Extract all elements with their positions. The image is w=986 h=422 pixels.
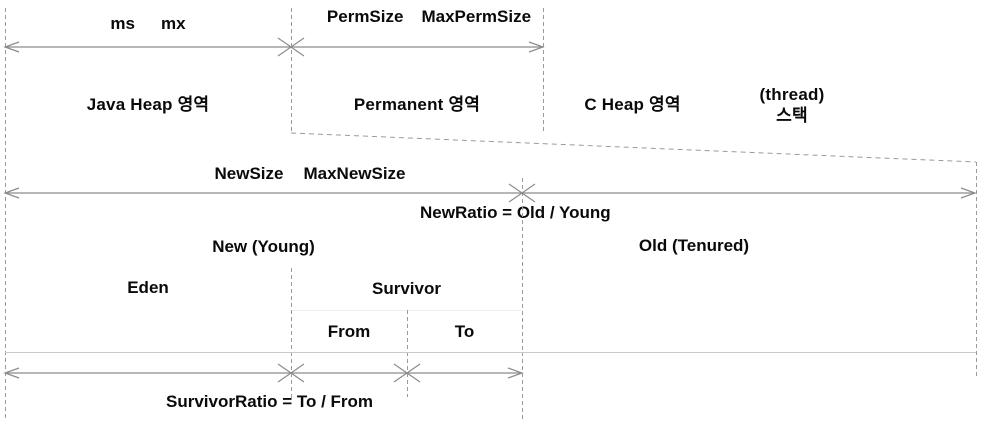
- arrow-cross-3: [393, 363, 421, 383]
- arrow-cross-2: [508, 183, 536, 203]
- maxnewsize-text: MaxNewSize: [303, 164, 406, 183]
- arrow-cross-2: [277, 363, 305, 383]
- arrowhead-right: [528, 41, 545, 53]
- survivor-to-cell: To: [407, 311, 522, 352]
- ms-mx-label: ms mx: [5, 14, 291, 34]
- survivor-label: Survivor: [372, 279, 441, 298]
- top-dimension-arrow: [3, 37, 545, 57]
- arrowhead-right: [960, 187, 977, 199]
- arrow-cross-1: [508, 183, 536, 203]
- segment-permanent: Permanent 영역: [291, 78, 543, 131]
- arrowhead-right: [507, 367, 524, 379]
- survivor-from-cell: From: [291, 311, 407, 352]
- guide-expansion-diagonal: [290, 132, 977, 163]
- segment-thread-stack: (thread) 스택: [722, 78, 862, 131]
- newsize-dimension-arrow: [3, 183, 977, 203]
- segment-c-heap-label: C Heap 영역: [584, 95, 681, 114]
- permsize-label: PermSize MaxPermSize: [291, 7, 567, 27]
- arrow-cross-1: [277, 363, 305, 383]
- newsize-label: NewSize MaxNewSize: [55, 164, 565, 184]
- arrow-cross-1: [277, 37, 305, 57]
- survivor-to-label: To: [454, 321, 475, 341]
- arrow-cross-4: [393, 363, 421, 383]
- survivor-block: Survivor From To: [291, 268, 522, 352]
- segment-java-heap-label: Java Heap 영역: [86, 95, 210, 114]
- survivorratio-formula: SurvivorRatio = To / From: [166, 392, 374, 411]
- arrow-cross-2: [277, 37, 305, 57]
- newsize-text: NewSize: [214, 164, 284, 183]
- survivor-from-label: From: [327, 321, 371, 341]
- segment-c-heap: C Heap 영역: [543, 78, 722, 131]
- segment-thread-stack-label-line2: 스택: [776, 105, 808, 125]
- new-young-block: New (Young): [5, 226, 522, 267]
- newratio-formula: NewRatio = Old / Young: [420, 203, 611, 222]
- survivorratio-dimension-arrow: [3, 363, 524, 383]
- old-tenured-block: Old (Tenured): [522, 226, 976, 352]
- segment-thread-stack-label-line1: (thread): [759, 84, 825, 104]
- segment-java-heap: Java Heap 영역: [5, 78, 291, 131]
- eden-label: Eden: [127, 278, 169, 297]
- eden-block: Eden: [5, 268, 291, 352]
- maxpermsize-text: MaxPermSize: [421, 7, 532, 26]
- permsize-text: PermSize: [326, 7, 404, 26]
- new-young-label: New (Young): [212, 236, 315, 256]
- arrowhead-left: [3, 187, 20, 199]
- mx-label: mx: [161, 14, 186, 33]
- arrowhead-left: [3, 367, 20, 379]
- survivor-label-row: Survivor: [291, 268, 522, 311]
- segment-permanent-label: Permanent 영역: [353, 95, 481, 114]
- ms-label: ms: [110, 14, 135, 33]
- old-tenured-label: Old (Tenured): [638, 236, 750, 255]
- arrowhead-left: [3, 41, 20, 53]
